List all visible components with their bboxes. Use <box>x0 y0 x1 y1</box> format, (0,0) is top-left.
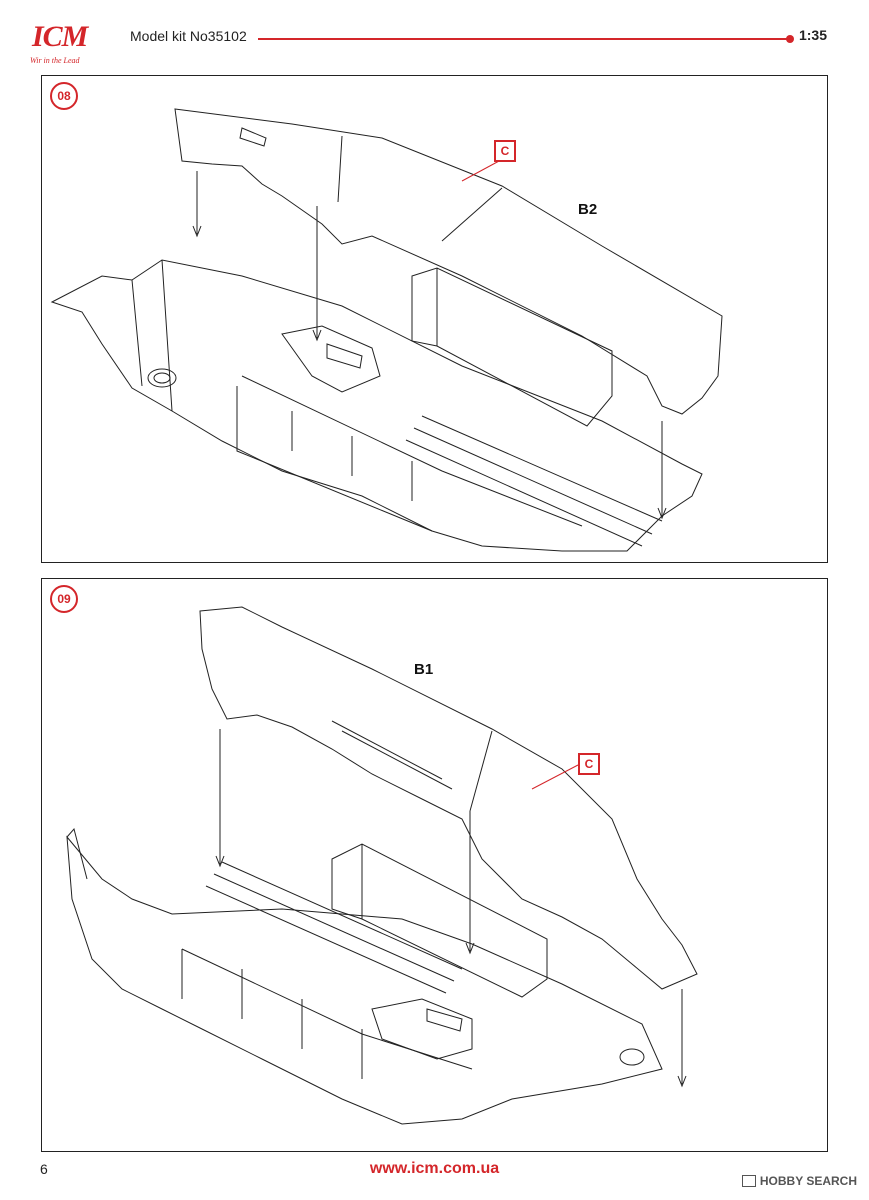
watermark-text: HOBBY SEARCH <box>759 1174 857 1188</box>
logo-text: ICM <box>32 20 88 53</box>
header-divider <box>258 35 794 43</box>
model-kit-number: Model kit No35102 <box>130 28 247 44</box>
step-08-badge: 08 <box>50 82 78 110</box>
step-09-color-code: C <box>578 753 600 775</box>
watermark: HOBBY SEARCH <box>741 1174 857 1188</box>
step-08-color-code: C <box>494 140 516 162</box>
step-08-drawing <box>50 108 723 552</box>
step-08-panel: 08 B2 C <box>41 75 828 563</box>
step-09-drawing <box>66 606 698 1125</box>
watermark-icon <box>741 1175 756 1187</box>
logo-tagline: Wir in the Lead <box>30 56 80 65</box>
page-number: 6 <box>40 1161 48 1177</box>
scale-label: 1:35 <box>798 27 827 43</box>
website-link[interactable]: www.icm.com.ua <box>369 1160 500 1177</box>
step-09-badge: 09 <box>50 585 78 613</box>
step-08-part-label: B2 <box>578 201 598 218</box>
step-09-panel: 09 B1 C <box>41 578 828 1152</box>
icm-logo: ICM Wir in the Lead <box>24 20 116 70</box>
step-09-part-label: B1 <box>414 661 434 678</box>
